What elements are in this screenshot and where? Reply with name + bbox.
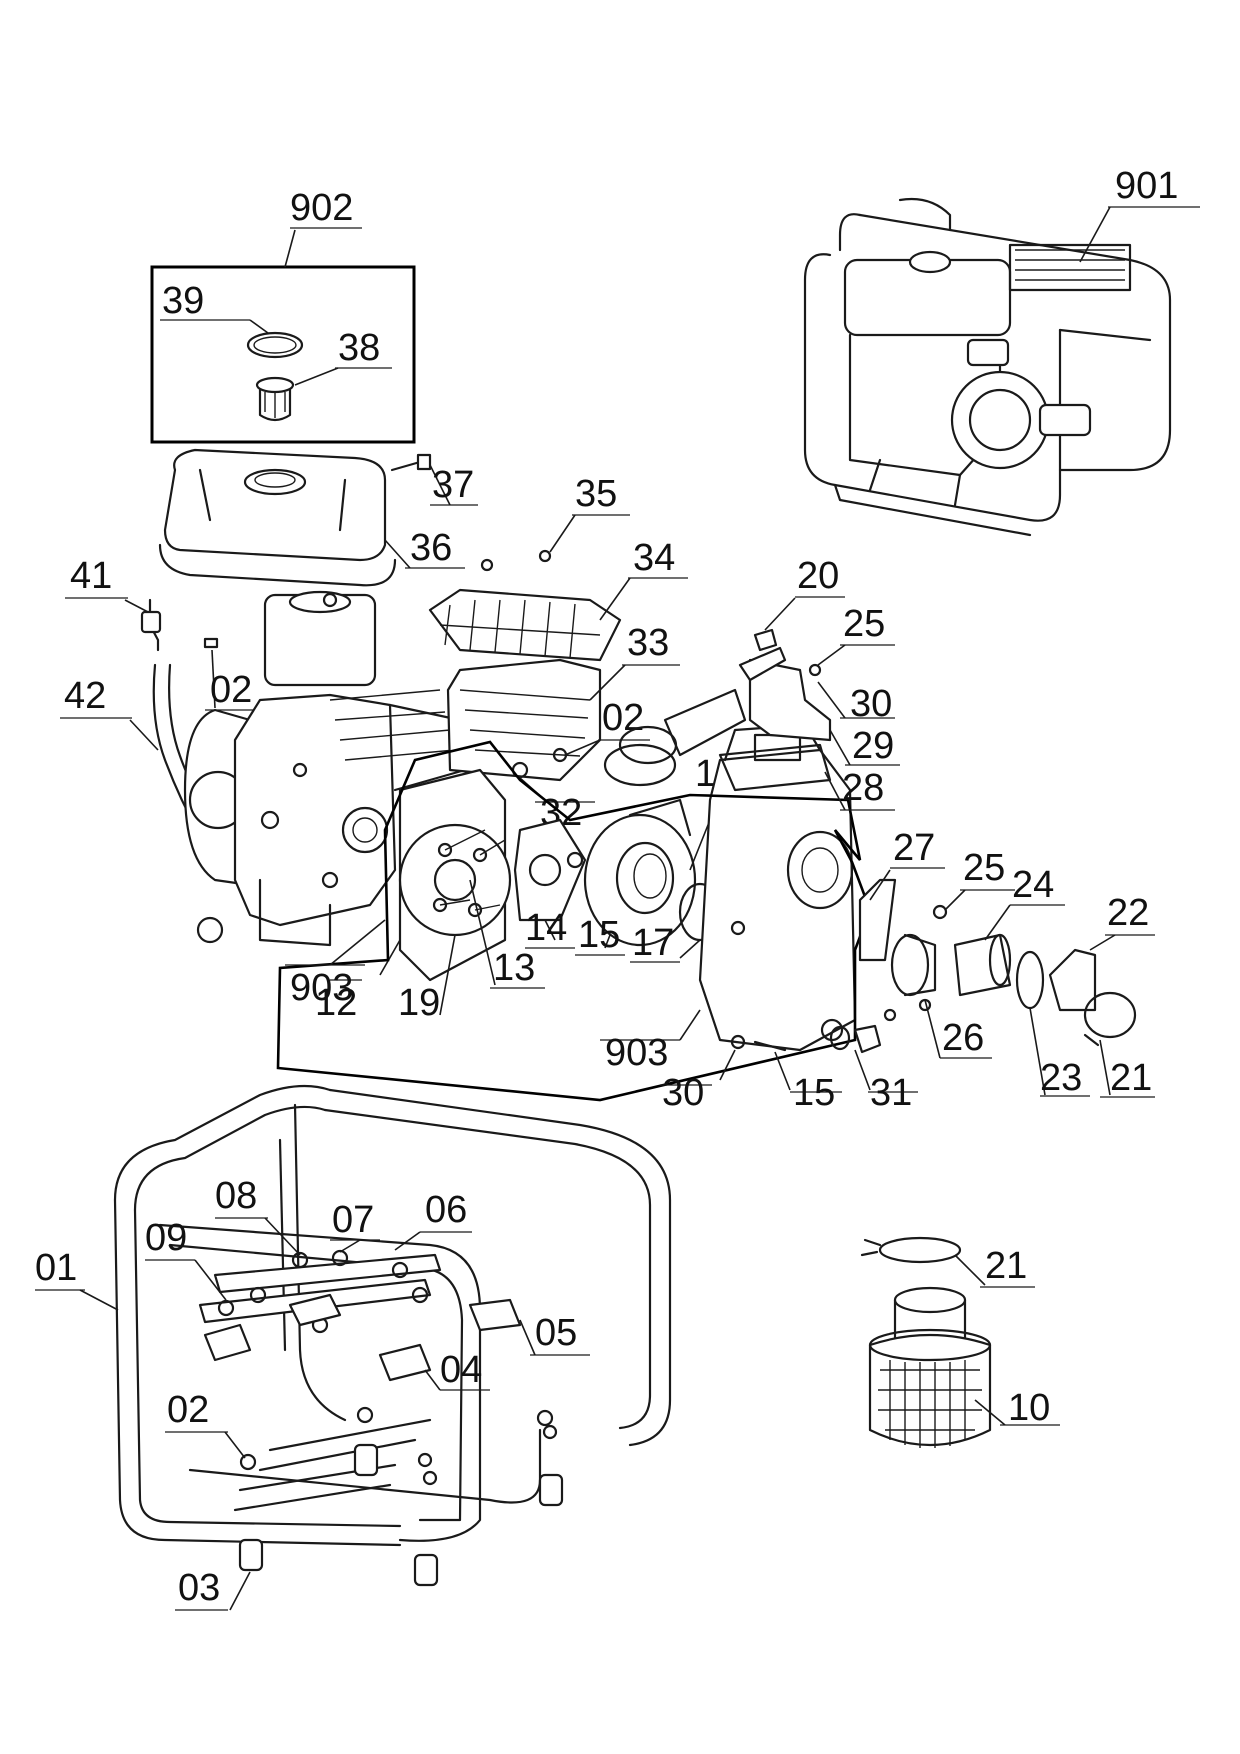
assembled-pump-illustration	[803, 197, 1172, 537]
label-01: 01	[35, 1247, 77, 1289]
priming-cap-20	[753, 628, 778, 652]
label-04: 04	[440, 1349, 482, 1391]
rubber-foot-04a	[203, 1323, 252, 1362]
label-13: 13	[493, 947, 535, 989]
label-02-upper: 02	[210, 669, 252, 711]
suction-strainer-10	[868, 1286, 992, 1448]
label-17: 17	[632, 922, 674, 964]
label-28: 28	[842, 767, 884, 809]
pump-housing	[698, 723, 857, 1052]
label-36: 36	[410, 527, 452, 569]
screw-35	[538, 549, 552, 563]
label-26: 26	[942, 1017, 984, 1059]
bolt-25-top	[808, 663, 822, 677]
gasket-27	[858, 878, 897, 962]
label-25-top: 25	[843, 603, 885, 645]
label-901: 901	[1115, 165, 1178, 207]
label-38: 38	[338, 327, 380, 369]
label-903-right: 903	[605, 1032, 668, 1074]
label-21-lower: 21	[985, 1245, 1027, 1287]
impeller-14	[513, 818, 587, 922]
washer-30	[730, 1034, 746, 1050]
mechanical-seal-19	[398, 823, 512, 937]
label-07: 07	[332, 1199, 374, 1241]
label-41: 41	[70, 555, 112, 597]
foot-03	[238, 1538, 264, 1572]
label-33: 33	[627, 622, 669, 664]
hose-clip-21-outlet	[1083, 991, 1137, 1039]
hose-clip-21	[878, 1236, 962, 1264]
engine-block	[183, 590, 467, 947]
label-23: 23	[1040, 1057, 1082, 1099]
nut-22	[1048, 948, 1097, 1012]
label-15-right: 15	[793, 1072, 835, 1114]
group-903-outline	[276, 740, 872, 1102]
label-06: 06	[425, 1189, 467, 1231]
label-12: 12	[315, 982, 357, 1024]
rubber-foot-04	[378, 1343, 432, 1382]
label-27: 27	[893, 827, 935, 869]
fuel-tank-36	[158, 448, 397, 587]
label-20: 20	[797, 555, 839, 597]
group-902-box	[150, 265, 416, 444]
frame-01	[113, 1084, 672, 1547]
flange-26	[890, 933, 930, 997]
foot-03a	[353, 1443, 379, 1477]
o-ring-39	[246, 331, 304, 359]
label-15-left: 15	[578, 914, 620, 956]
bolt-25-outlet	[932, 904, 948, 920]
label-30-upper: 30	[850, 683, 892, 725]
label-02-cover: 02	[602, 697, 644, 739]
label-37: 37	[432, 464, 474, 506]
label-29: 29	[852, 725, 894, 767]
drain-plug	[853, 1024, 882, 1054]
fuel-filter-38	[258, 383, 292, 422]
label-903-left: 903	[290, 967, 353, 1009]
label-42: 42	[64, 675, 106, 717]
label-10: 10	[1008, 1387, 1050, 1429]
outlet-elbow	[738, 646, 787, 682]
label-24: 24	[1012, 864, 1054, 906]
label-25-outlet: 25	[963, 847, 1005, 889]
o-ring-31	[829, 1025, 851, 1051]
label-03: 03	[178, 1567, 220, 1609]
label-09: 09	[145, 1217, 187, 1259]
rubber-foot-05	[468, 1298, 522, 1332]
label-34: 34	[633, 537, 675, 579]
label-14: 14	[525, 907, 567, 949]
heat-shield-34	[428, 588, 622, 662]
volute-16	[583, 813, 697, 947]
bolt-37	[390, 460, 422, 472]
hose-nozzle-24	[953, 933, 1012, 997]
engine-cover-33	[446, 658, 602, 782]
label-39: 39	[162, 280, 204, 322]
label-21-upper: 21	[1110, 1057, 1152, 1099]
label-22: 22	[1107, 892, 1149, 934]
label-35: 35	[575, 473, 617, 515]
label-19: 19	[398, 982, 440, 1024]
nut-02-base	[239, 1453, 257, 1471]
label-902: 902	[290, 187, 353, 229]
label-08: 08	[215, 1175, 257, 1217]
o-ring-23	[1015, 950, 1045, 1010]
label-05: 05	[535, 1312, 577, 1354]
label-31: 31	[870, 1072, 912, 1114]
bolt-15	[753, 1040, 787, 1052]
label-02-base: 02	[167, 1389, 209, 1431]
label-30-lower: 30	[662, 1072, 704, 1114]
hose-clamp	[603, 743, 677, 787]
